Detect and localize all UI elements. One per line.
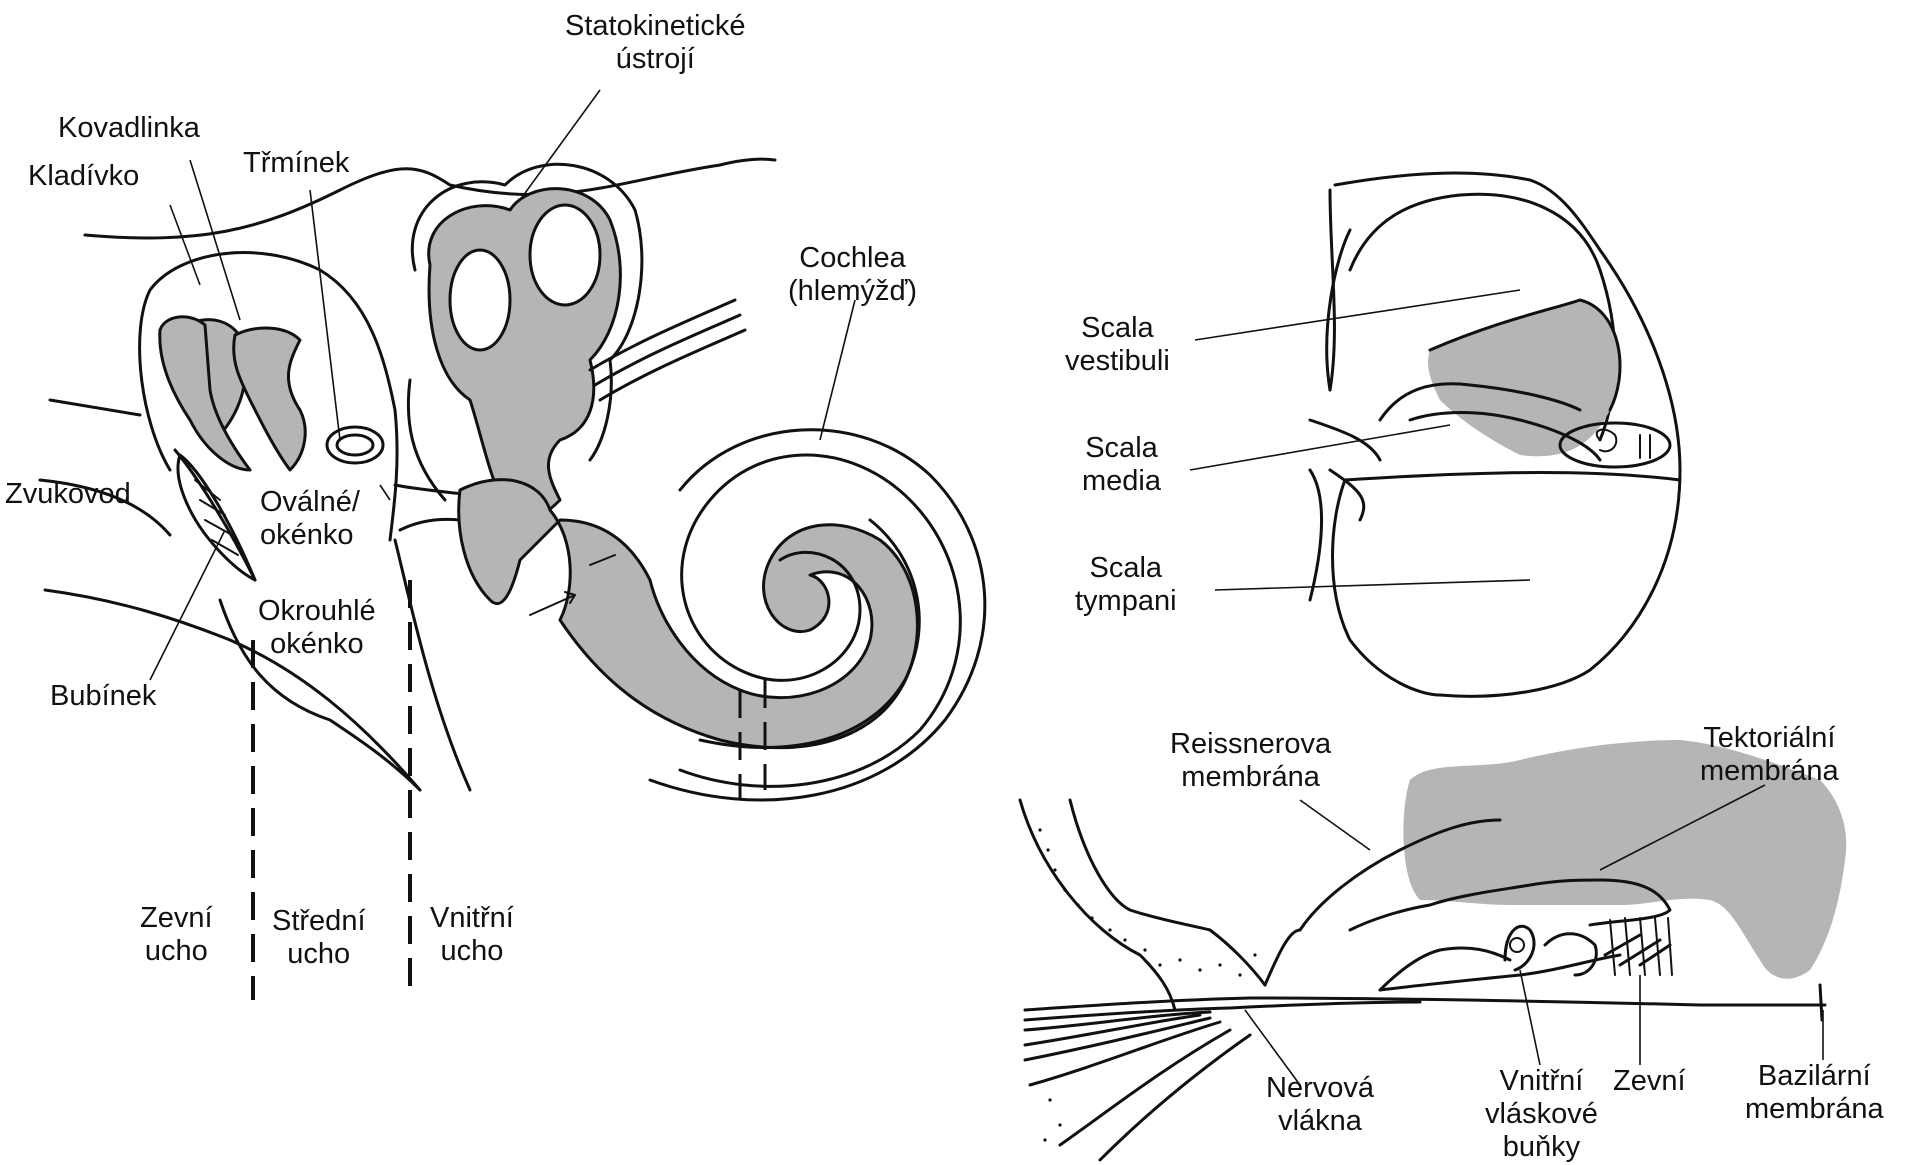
label-zevni: Zevní — [1613, 1065, 1686, 1098]
label-zevni-ucho: Zevní ucho — [140, 902, 213, 968]
label-vnitrni-vlaskove-bunky: Vnitřní vláskové buňky — [1485, 1065, 1598, 1164]
label-kladivko: Kladívko — [28, 160, 139, 193]
label-scala-vestibuli: Scala vestibuli — [1065, 312, 1170, 378]
label-okrouhle-okenko: Okrouhlé okénko — [258, 595, 376, 661]
label-trminek: Třmínek — [243, 147, 349, 180]
label-cochlea: Cochlea (hlemýžď) — [788, 242, 917, 308]
label-zvukovod: Zvukovod — [5, 478, 131, 511]
label-tektorialni-membrana: Tektoriální membrána — [1700, 722, 1839, 788]
label-kovadlinka: Kovadlinka — [58, 112, 200, 145]
label-reissnerova-membrana: Reissnerova membrána — [1170, 728, 1331, 794]
label-vnitrni-ucho: Vnitřní ucho — [430, 902, 514, 968]
label-bubinek: Bubínek — [50, 680, 156, 713]
cochlea-cross-section-drawing — [1190, 173, 1680, 696]
label-statokineticke-ustroji: Statokinetické ústrojí — [565, 10, 746, 76]
label-nervova-vlakna: Nervová vlákna — [1266, 1072, 1374, 1138]
label-ovalne-okenko: Oválné/ okénko — [260, 486, 360, 552]
label-scala-media: Scala media — [1082, 432, 1161, 498]
label-bazilarni-membrana: Bazilární membrána — [1745, 1060, 1884, 1126]
organ-of-corti-drawing — [1020, 740, 1846, 1160]
ear-overview-drawing — [40, 90, 985, 1000]
label-scala-tympani: Scala tympani — [1075, 552, 1177, 618]
label-stredni-ucho: Střední ucho — [272, 905, 366, 971]
